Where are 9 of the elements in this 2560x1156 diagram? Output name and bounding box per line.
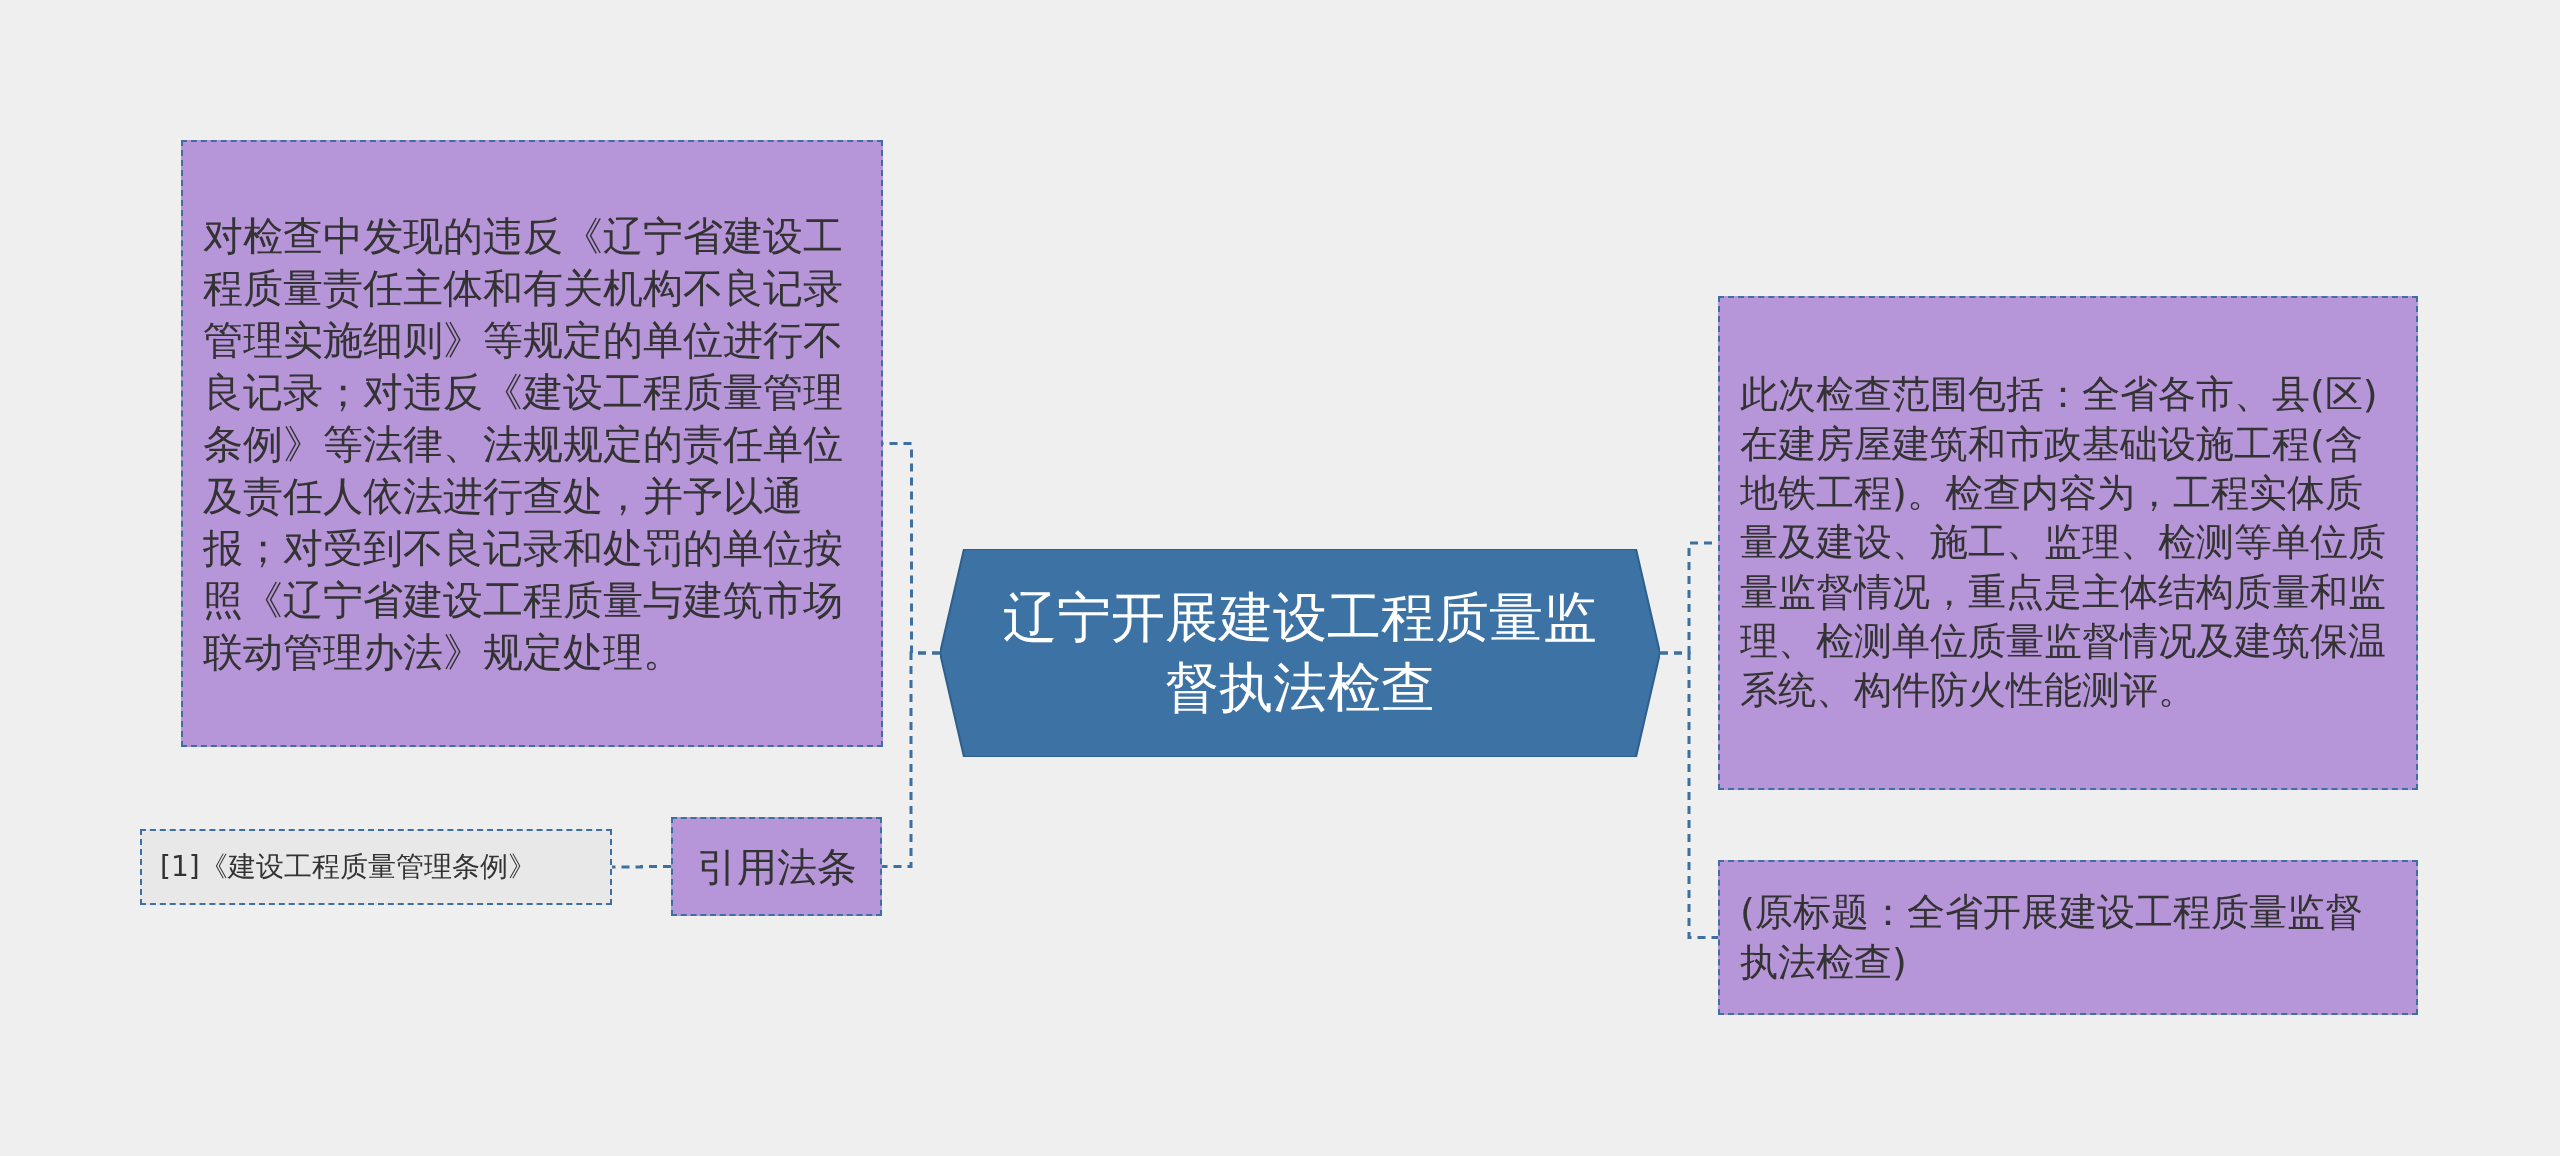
reference-box: [1]《建设工程质量管理条例》 — [140, 829, 612, 905]
topic-box: (原标题：全省开展建设工程质量监督执法检查) — [1718, 860, 2418, 1015]
connector-line — [1660, 651, 1718, 939]
topic-box: 对检查中发现的违反《辽宁省建设工程质量责任主体和有关机构不良记录管理实施细则》等规定的单位进行不良记录；对违反《建设工程质量管理条例》等法律、法规规定的责任单位及责任人依法进行查处，并予以通报；对受到不良记录和处罚的单位按照《辽宁省建设工程质量与建筑市场联动管理办法》规定处理。 — [181, 140, 883, 747]
topic-box: 引用法条 — [671, 817, 882, 916]
connector-line — [882, 651, 940, 868]
connector-line — [612, 865, 671, 869]
central-topic: 辽宁开展建设工程质量监督执法检查 — [940, 549, 1660, 757]
topic-box: 此次检查范围包括：全省各市、县(区)在建房屋建筑和市政基础设施工程(含地铁工程)。检查内容为，工程实体质量及建设、施工、监理、检测等单位质量监督情况，重点是主体结构质量和监理、检测单位质量监督情况及建筑保温系统、构件防火性能测评。 — [1718, 296, 2418, 790]
